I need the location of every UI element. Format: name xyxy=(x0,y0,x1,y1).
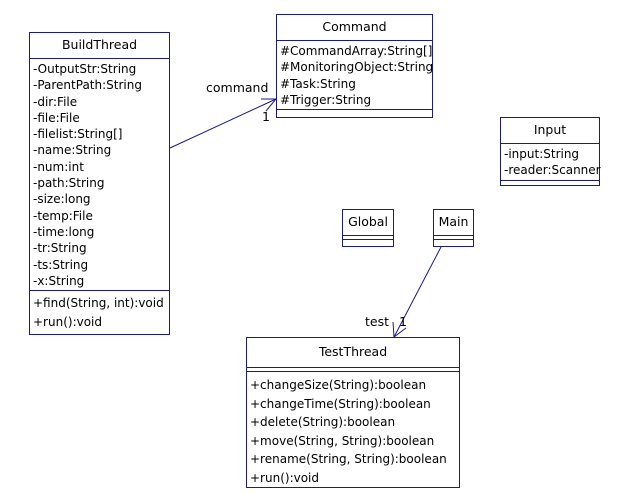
attribute: -reader:Scanner xyxy=(504,163,601,178)
attribute-section: -OutputStr:String -ParentPath:String -di… xyxy=(30,59,169,292)
attribute: -tr:String xyxy=(33,241,87,256)
operation: +changeTime(String):boolean xyxy=(250,396,431,411)
operation-section: +find(String, int):void +run():void xyxy=(30,291,169,332)
class-name: Global xyxy=(343,210,393,236)
attribute-section: #CommandArray:String[] #MonitoringObject… xyxy=(277,41,434,111)
attribute: -size:long xyxy=(33,192,91,207)
attribute: #MonitoringObject:String xyxy=(280,60,434,75)
operation: +run():void xyxy=(250,470,319,485)
class-name: TestThread xyxy=(247,338,459,368)
class-test-thread[interactable]: TestThread +changeSize(String):boolean +… xyxy=(246,337,460,488)
class-input[interactable]: Input -input:String -reader:Scanner xyxy=(500,117,601,186)
association-line xyxy=(169,98,277,149)
association-line xyxy=(393,246,442,338)
attribute: -file:File xyxy=(33,110,80,125)
attribute: #Task:String xyxy=(280,76,356,91)
arrowhead-icon xyxy=(392,321,407,338)
class-build-thread[interactable]: BuildThread -OutputStr:String -ParentPat… xyxy=(29,32,170,335)
class-name: Command xyxy=(277,15,432,41)
class-name: BuildThread xyxy=(30,33,169,59)
operation: +changeSize(String):boolean xyxy=(250,378,427,392)
operation: +run():void xyxy=(33,314,102,329)
operation: +delete(String):boolean xyxy=(250,415,396,429)
attribute: -ParentPath:String xyxy=(33,78,142,93)
operation-section: +changeSize(String):boolean +changeTime(… xyxy=(247,372,459,488)
attribute: -dir:File xyxy=(33,94,78,109)
class-name: Input xyxy=(501,118,599,144)
attribute: -time:long xyxy=(33,224,95,239)
attribute-section xyxy=(434,236,473,240)
attribute: -ts:String xyxy=(33,257,89,272)
attribute: -temp:File xyxy=(33,208,93,223)
multiplicity-label: 1 xyxy=(399,314,407,329)
class-command[interactable]: Command #CommandArray:String[] #Monitori… xyxy=(276,14,433,118)
attribute: -filelist:String[] xyxy=(33,127,123,142)
multiplicity-label: 1 xyxy=(262,109,270,124)
attribute: -OutputStr:String xyxy=(33,62,137,76)
attribute: -name:String xyxy=(33,143,112,158)
attribute-section xyxy=(343,236,393,240)
arrowhead-icon xyxy=(261,98,278,112)
attribute: -input:String xyxy=(504,147,580,161)
class-global[interactable]: Global xyxy=(342,209,394,247)
attribute: -x:String xyxy=(33,273,85,288)
operation: +rename(String, String):boolean xyxy=(250,452,447,466)
attribute-section xyxy=(247,368,459,372)
class-main[interactable]: Main xyxy=(433,209,474,247)
operation: +find(String, int):void xyxy=(33,296,164,311)
attribute: -num:int xyxy=(33,159,84,174)
operation: +move(String, String):boolean xyxy=(250,433,435,448)
attribute: #CommandArray:String[] xyxy=(280,44,433,58)
attribute-section: -input:String -reader:Scanner xyxy=(501,144,601,181)
association-main-to-test xyxy=(392,246,442,338)
attribute: -path:String xyxy=(33,176,105,191)
role-label-command: command xyxy=(206,80,269,95)
class-name: Main xyxy=(434,210,473,236)
role-label-test: test xyxy=(365,314,390,329)
attribute: #Trigger:String xyxy=(280,92,372,107)
association-build-to-command xyxy=(169,98,278,149)
